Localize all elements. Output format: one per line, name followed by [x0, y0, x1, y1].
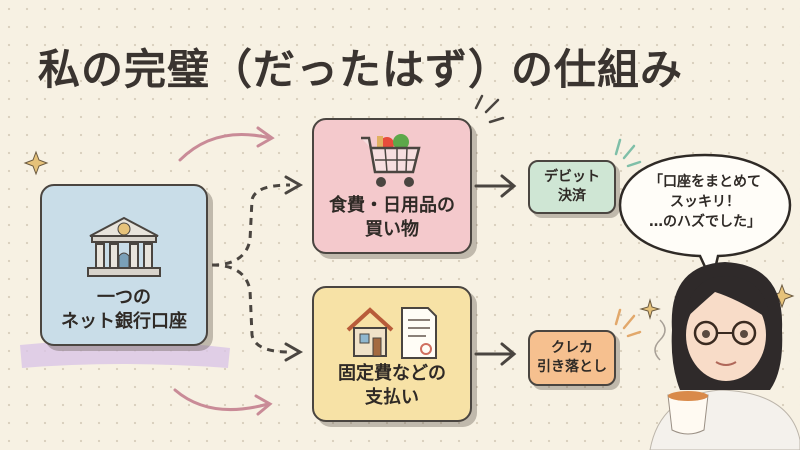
debit-label-line2: 決済 — [558, 188, 586, 204]
sparkle-icon — [23, 150, 49, 176]
sparkle-icon — [639, 298, 661, 320]
credit-label-line2: 引き落とし — [537, 359, 607, 375]
emphasis-lines — [614, 138, 642, 168]
highlight-stroke — [20, 340, 230, 368]
speech-line1: 「口座をまとめて — [649, 174, 761, 190]
food-label-line1: 食費・日用品の — [329, 195, 455, 216]
fixed-costs-box: 固定費などの 支払い — [312, 286, 472, 422]
fixed-label-line2: 支払い — [365, 387, 419, 408]
emphasis-lines — [474, 94, 505, 124]
credit-label-line1: クレカ — [551, 340, 593, 356]
debit-label-line1: デビット — [544, 169, 600, 185]
arrow-to-credit — [474, 342, 517, 366]
arrowhead — [284, 175, 304, 195]
bank-label-line2: ネット銀行口座 — [61, 311, 187, 332]
arrow-to-debit — [474, 174, 517, 198]
house-and-bill-icon — [346, 307, 437, 359]
branch-arrows — [211, 183, 291, 354]
bank-account-box: 一つの ネット銀行口座 — [40, 184, 208, 346]
bank-label-line1: 一つの — [97, 287, 151, 308]
woman-illustration — [649, 262, 800, 450]
fixed-label-line1: 固定費などの — [338, 363, 446, 384]
food-shopping-box: 食費・日用品の 買い物 — [312, 118, 472, 254]
emphasis-lines — [614, 308, 642, 338]
bank-icon — [87, 216, 161, 277]
speech-line2: スッキリ！ — [670, 194, 740, 210]
food-label-line2: 買い物 — [365, 219, 419, 240]
arrowhead — [284, 342, 304, 362]
speech-text: 「口座をまとめて スッキリ！ …のハズでした」 — [630, 172, 780, 232]
debit-payment-box: デビット 決済 — [528, 160, 616, 214]
page-title: 私の完璧（だったはず）の仕組み — [38, 45, 684, 94]
deco-curve-arrow — [178, 126, 275, 162]
credit-card-box: クレカ 引き落とし — [528, 330, 616, 386]
shopping-cart-icon — [361, 134, 421, 187]
speech-line3: …のハズでした」 — [649, 214, 761, 230]
deco-curve-arrow — [173, 388, 273, 416]
